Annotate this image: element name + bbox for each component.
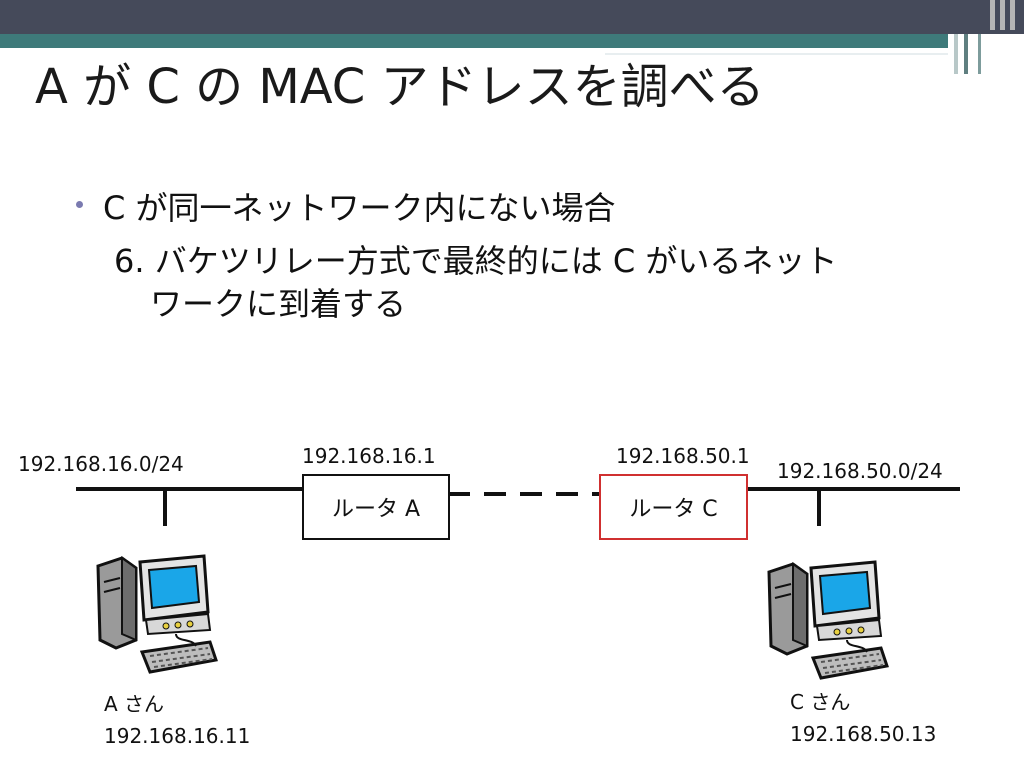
network-left-label: 192.168.16.0/24	[18, 452, 184, 476]
bullet-text: C が同一ネットワーク内にない場合	[103, 189, 616, 227]
router-a-label: ルータ A	[331, 497, 421, 522]
router-a-box: ルータ A	[302, 474, 450, 540]
header-stripe	[1010, 0, 1015, 30]
header-stripe	[1000, 0, 1005, 30]
header-stripes	[948, 34, 1024, 74]
computer-icon	[767, 560, 889, 680]
slide-title: A が C の MAC アドレスを調べる	[35, 59, 765, 115]
host-a-name: A さん	[104, 692, 165, 716]
step-text-line-1: 6. バケツリレー方式で最終的には C がいるネット	[114, 242, 838, 280]
router-a-ip: 192.168.16.1	[302, 444, 436, 468]
host-c-ip: 192.168.50.13	[790, 722, 937, 746]
router-c-ip: 192.168.50.1	[616, 444, 750, 468]
step-text-line-2: ワークに到着する	[150, 285, 407, 323]
header-divider	[605, 53, 950, 55]
header-stripe	[990, 0, 995, 30]
router-c-box: ルータ C	[599, 474, 748, 540]
header-accent-band	[0, 34, 1024, 48]
host-c-name: C さん	[790, 690, 851, 714]
bullet-dot	[76, 201, 83, 208]
computer-icon	[96, 554, 218, 674]
network-right-label: 192.168.50.0/24	[777, 459, 943, 483]
router-c-label: ルータ C	[629, 497, 718, 522]
host-a-ip: 192.168.16.11	[104, 724, 251, 748]
header-band	[0, 0, 1024, 34]
